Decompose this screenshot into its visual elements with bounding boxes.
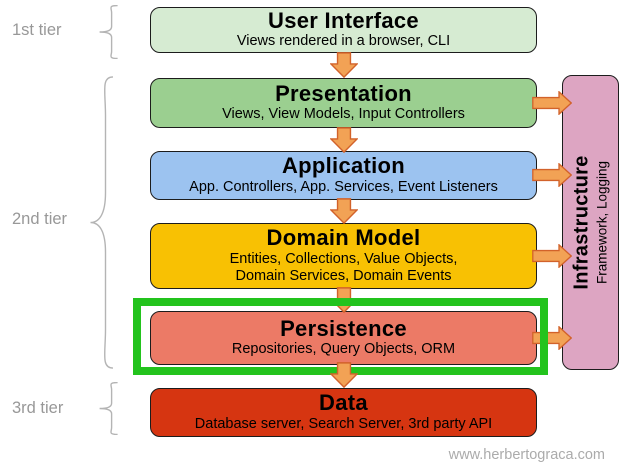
infrastructure-rotated-text: Infrastructure Framework, Logging — [571, 155, 610, 289]
down-arrow-icon — [330, 362, 358, 388]
layer-title: Domain Model — [266, 225, 421, 250]
layer-domain-model: Domain Model Entities, Collections, Valu… — [150, 223, 537, 289]
layer-subtitle: Views, View Models, Input Controllers — [222, 106, 465, 123]
layer-title: Presentation — [275, 80, 412, 106]
down-arrow-icon — [330, 52, 358, 78]
tier-label-2nd: 2nd tier — [12, 210, 68, 228]
layer-title: Application — [281, 153, 406, 179]
layer-subtitle: Entities, Collections, Value Objects, Do… — [229, 250, 458, 285]
right-arrow-icon — [532, 326, 572, 350]
down-arrow-icon — [330, 198, 358, 224]
right-arrow-icon — [532, 91, 572, 115]
layer-infrastructure: Infrastructure Framework, Logging — [562, 75, 619, 370]
layer-title: Data — [319, 390, 368, 416]
watermark-url: www.herbertograca.com — [448, 447, 605, 463]
layer-subtitle: Views rendered in a browser, CLI — [236, 33, 451, 50]
layer-persistence: Persistence Repositories, Query Objects,… — [150, 311, 537, 365]
layer-subtitle: Repositories, Query Objects, ORM — [231, 341, 456, 358]
layer-subtitle: Database server, Search Server, 3rd part… — [194, 415, 493, 432]
tier-brace-2nd — [86, 74, 116, 371]
down-arrow-icon — [330, 287, 358, 313]
layer-data: Data Database server, Search Server, 3rd… — [150, 388, 537, 437]
layer-title: User Interface — [268, 7, 419, 33]
right-arrow-icon — [532, 244, 572, 268]
tier-brace-1st — [96, 5, 120, 59]
right-arrow-icon — [532, 163, 572, 187]
layer-user-interface: User Interface Views rendered in a brows… — [150, 7, 537, 53]
down-arrow-icon — [330, 127, 358, 153]
layer-application: Application App. Controllers, App. Servi… — [150, 151, 537, 200]
layer-presentation: Presentation Views, View Models, Input C… — [150, 78, 537, 128]
tier-brace-3rd — [96, 382, 120, 435]
tier-label-3rd: 3rd tier — [12, 399, 64, 417]
layer-title: Infrastructure — [571, 155, 594, 290]
layer-subtitle: Framework, Logging — [595, 160, 611, 285]
tier-label-1st: 1st tier — [12, 21, 62, 39]
layer-subtitle: App. Controllers, App. Services, Event L… — [189, 178, 498, 195]
layer-title: Persistence — [280, 315, 407, 341]
